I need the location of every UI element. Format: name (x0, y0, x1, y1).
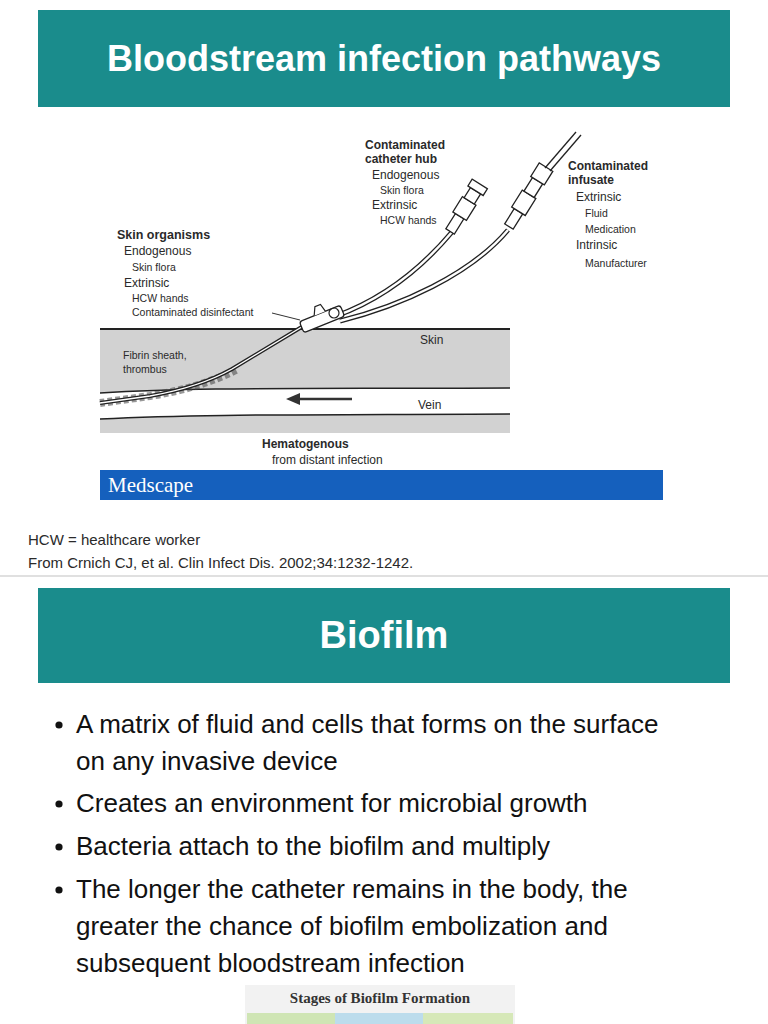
callout-heading: Hematogenous (262, 437, 349, 451)
logo-text: Medscape (108, 473, 193, 498)
slide-title: Bloodstream infection pathways (107, 38, 661, 80)
infusion-connector (502, 163, 553, 231)
figure-caption: Stages of Biofilm Formation (245, 989, 515, 1007)
connector-cap (468, 179, 488, 195)
part-name: Skin (420, 333, 443, 347)
callout-text: Endogenous (124, 244, 191, 258)
vein-wall (100, 414, 510, 419)
callout-detail: Medication (585, 223, 636, 236)
slide-title: Biofilm (320, 614, 449, 657)
leader-line (272, 313, 300, 320)
callout-detail: Skin flora (132, 261, 176, 274)
part-name: Fibrin sheath, thrombus (123, 348, 198, 376)
callout-heading: Contaminated catheter hub (365, 138, 460, 166)
thumbnail-band (247, 1013, 335, 1024)
catheter-hub (296, 298, 344, 333)
bullet (55, 843, 62, 850)
bullet (55, 721, 62, 728)
bullet-text: The longer the catheter remains in the b… (76, 871, 686, 982)
footnote: HCW = healthcare worker (28, 531, 200, 549)
thumbnail-band (335, 1013, 423, 1024)
bullet-text: A matrix of fluid and cells that forms o… (76, 706, 686, 780)
catheter-lumen (100, 325, 305, 403)
thumbnail-frame (245, 985, 515, 1024)
catheter-tube-lumen (340, 230, 508, 321)
catheter (100, 325, 305, 403)
flow-arrow (298, 398, 352, 401)
thumbnail-band (423, 1013, 513, 1024)
callout-text: Intrinsic (576, 238, 617, 252)
callout-detail: HCW hands (380, 214, 437, 227)
citation: From Crnich CJ, et al. Clin Infect Dis. … (28, 554, 413, 572)
callout-detail: Skin flora (380, 184, 424, 197)
bullet-text: Bacteria attach to the biofilm and multi… (76, 828, 686, 865)
title-banner: Biofilm (38, 588, 730, 683)
slide-separator (0, 575, 768, 577)
callout-detail: HCW hands (132, 292, 189, 305)
flow-arrowhead (286, 393, 300, 405)
hub-wing (311, 304, 325, 316)
connector-part (531, 163, 553, 185)
part-name: Vein (418, 398, 441, 412)
callout-heading: Contaminated infusate (568, 159, 663, 187)
suture (329, 308, 339, 318)
callout-detail: Manufacturer (585, 257, 647, 270)
callout-detail: Contaminated disinfectant (132, 306, 253, 319)
callout-text: Extrinsic (372, 198, 417, 212)
callout-text: Endogenous (372, 168, 439, 182)
logo-bar: Medscape (100, 470, 663, 500)
callout-text: from distant infection (272, 453, 383, 467)
callout-text: Extrinsic (576, 190, 621, 204)
catheter-tube (340, 230, 508, 321)
hub-connector (442, 179, 487, 236)
callout-detail: Fluid (585, 207, 608, 220)
skin-layer (100, 330, 510, 433)
bullet (55, 800, 62, 807)
title-banner: Bloodstream infection pathways (38, 10, 730, 107)
callout-text: Extrinsic (124, 276, 169, 290)
bullet (55, 886, 62, 893)
callout-heading: Skin organisms (117, 228, 210, 242)
bullet-text: Creates an environment for microbial gro… (76, 785, 686, 822)
